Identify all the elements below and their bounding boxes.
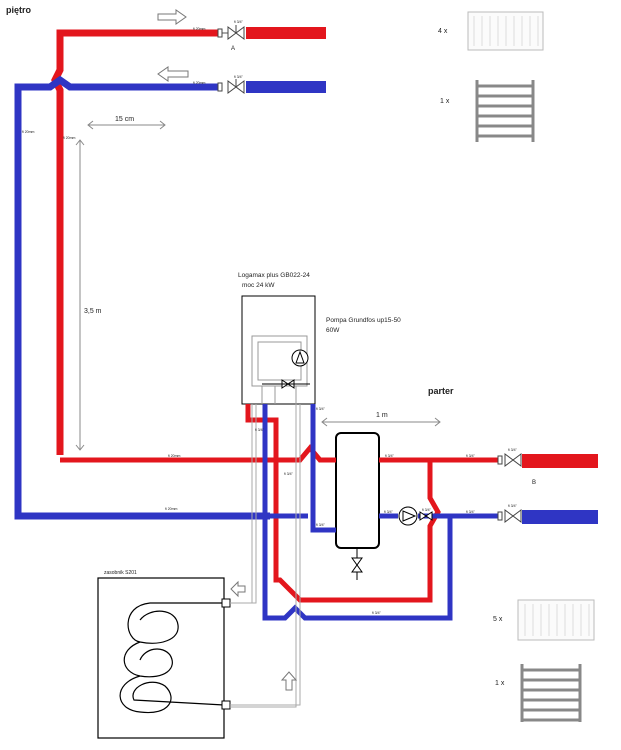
valve-label-b: B (532, 480, 536, 486)
dhw-arrow-left-icon (230, 580, 246, 598)
upper-return-valve[interactable] (217, 79, 245, 94)
valve-a[interactable] (217, 25, 245, 40)
pipe-label: fi 20mm (193, 81, 206, 85)
pipe-label: fi 20mm (168, 454, 181, 458)
towel-radiator-upper-icon (475, 80, 535, 142)
dimension-height (75, 139, 85, 451)
upper-supply-outlet (246, 27, 326, 39)
upper-supply-pipe (51, 29, 220, 455)
pipe-label: fi 20mm (22, 130, 35, 134)
radiator-count-upper-panel: 4 x (438, 28, 448, 35)
upper-return-pipe (14, 75, 270, 520)
lower-return-outlet (522, 510, 598, 524)
pump-name: Pompa Grundfos up15-50 (326, 317, 401, 324)
floor-label-lower: parter (428, 386, 454, 396)
dimension-width-bottom (321, 417, 441, 427)
pipe-label: fi 3/4" (234, 20, 244, 24)
pipe-label: fi 3/4" (466, 510, 476, 514)
tank-label: zasobnik S201 (104, 570, 137, 576)
pump-check-valve (419, 511, 433, 521)
tank-port-bottom (221, 700, 231, 710)
boiler (241, 295, 316, 405)
tank-port-top (221, 598, 231, 608)
pump-power: 60W (326, 327, 340, 334)
boiler-valve (262, 379, 310, 389)
tank-coil (119, 602, 225, 714)
lower-return-pipes (18, 404, 500, 621)
radiator-count-lower-towel: 1 x (495, 680, 505, 687)
floor-label-upper: piętro (6, 5, 32, 15)
hot-water-tank (97, 577, 225, 739)
towel-radiator-lower-icon (520, 664, 582, 722)
pipe-label: fi 20mm (165, 507, 178, 511)
lower-supply-outlet (522, 454, 598, 468)
pipe-label: fi 3/4" (234, 75, 244, 79)
pipe-label: fi 3/4" (384, 510, 394, 514)
boiler-power: moc 24 kW (242, 282, 275, 289)
pipe-label: fi 3/4" (316, 407, 326, 411)
valve-b[interactable] (497, 509, 522, 523)
valve-label-a: A (231, 46, 235, 52)
boiler-pump-icon (291, 349, 309, 367)
pipe-label: fi 3/4" (508, 504, 518, 508)
panel-radiator-lower-icon (517, 599, 595, 641)
pipe-label: fi 3/4" (508, 448, 518, 452)
pipe-label: fi 3/4" (466, 454, 476, 458)
flow-arrow-left-icon (157, 66, 189, 82)
drain-valve[interactable] (351, 548, 363, 580)
pipe-label: fi 3/4" (284, 472, 294, 476)
pipe-label: fi 3/4" (255, 428, 265, 432)
circulation-pump-icon (398, 506, 418, 526)
radiator-count-upper-towel: 1 x (440, 98, 450, 105)
upper-return-outlet (246, 81, 326, 93)
dhw-arrow-up-icon (280, 671, 298, 691)
radiator-count-lower-panel: 5 x (493, 616, 503, 623)
pipe-label: fi 3/4" (385, 454, 395, 458)
pipe-label: fi 3/4" (422, 508, 432, 512)
pipe-label: fi 20mm (193, 27, 206, 31)
dimension-label-height: 3,5 m (84, 308, 102, 315)
panel-radiator-upper-icon (467, 11, 544, 51)
pipe-label: fi 3/4" (372, 611, 382, 615)
dimension-width-top (87, 120, 166, 130)
boiler-name: Logamax plus GB022-24 (238, 272, 310, 279)
dhw-pipes (230, 404, 301, 708)
dimension-label-bottom: 1 m (376, 412, 388, 419)
buffer-tank (335, 432, 380, 549)
dimension-label-top: 15 cm (115, 116, 134, 123)
pipe-label: fi 20mm (63, 136, 76, 140)
pipe-label: fi 3/4" (316, 523, 326, 527)
lower-supply-valve[interactable] (497, 453, 522, 467)
flow-arrow-right-icon (157, 9, 187, 25)
